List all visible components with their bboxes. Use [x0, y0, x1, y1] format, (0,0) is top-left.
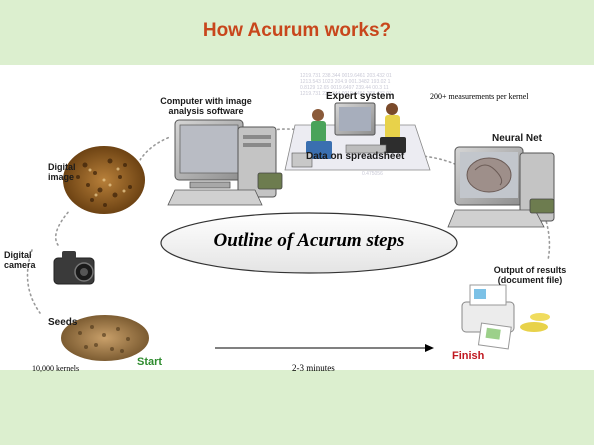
diagram-area: 1219.731 238.344 0019.6461 203.432 01 12…: [0, 65, 594, 370]
outline-oval: [160, 212, 458, 274]
seeds-label: Seeds: [48, 317, 78, 328]
neural-net-icon: [447, 146, 555, 228]
digital-image-icon: [61, 144, 147, 216]
slide-title: How Acurum works?: [202, 20, 392, 41]
outline-text: Outline of Acurum steps: [213, 230, 405, 251]
svg-text:1213.543 1023 204.9 001.3482 1: 1213.543 1023 204.9 001.3482 193.02 1: [300, 79, 391, 85]
measurements-label: 200+ measurements per kernel: [430, 92, 529, 101]
diagram-svg: 1219.731 238.344 0019.6461 203.432 01 12…: [26, 73, 555, 363]
spreadsheet-label: Data on spreadsheet: [306, 151, 405, 162]
expert-system-icon: [284, 102, 431, 171]
title-band: [0, 0, 594, 65]
computer-icon: [167, 119, 283, 206]
kernels-label: 10,000 kernels: [32, 364, 80, 373]
computer-label: Computer with image analysis software: [160, 96, 252, 116]
svg-text:1219.731 238.344 0019.6461 203: 1219.731 238.344 0019.6461 203.432 01: [300, 91, 392, 97]
printer-icon: [461, 284, 550, 350]
svg-text:0.475056: 0.475056: [362, 171, 383, 177]
svg-text:0.8129 12.65 0019.6497 239.44: 0.8129 12.65 0019.6497 239.44 00.3 11: [300, 85, 389, 91]
digital-camera-label: Digital camera: [4, 250, 36, 270]
svg-text:1219.731 238.344 0019.6461 203: 1219.731 238.344 0019.6461 203.432 01: [300, 73, 392, 79]
finish-label: Finish: [452, 350, 485, 362]
seeds-icon: [59, 313, 151, 363]
neural-net-label: Neural Net: [492, 133, 543, 144]
camera-icon: [53, 251, 95, 285]
lower-band: [0, 370, 594, 445]
duration-label: 2-3 minutes: [292, 363, 335, 373]
expert-system-label: Expert system: [326, 91, 395, 102]
output-label: Output of results (document file): [493, 265, 567, 285]
process-arrow: [215, 344, 434, 352]
start-label: Start: [137, 356, 163, 368]
digital-image-label: Digital image: [48, 162, 76, 182]
